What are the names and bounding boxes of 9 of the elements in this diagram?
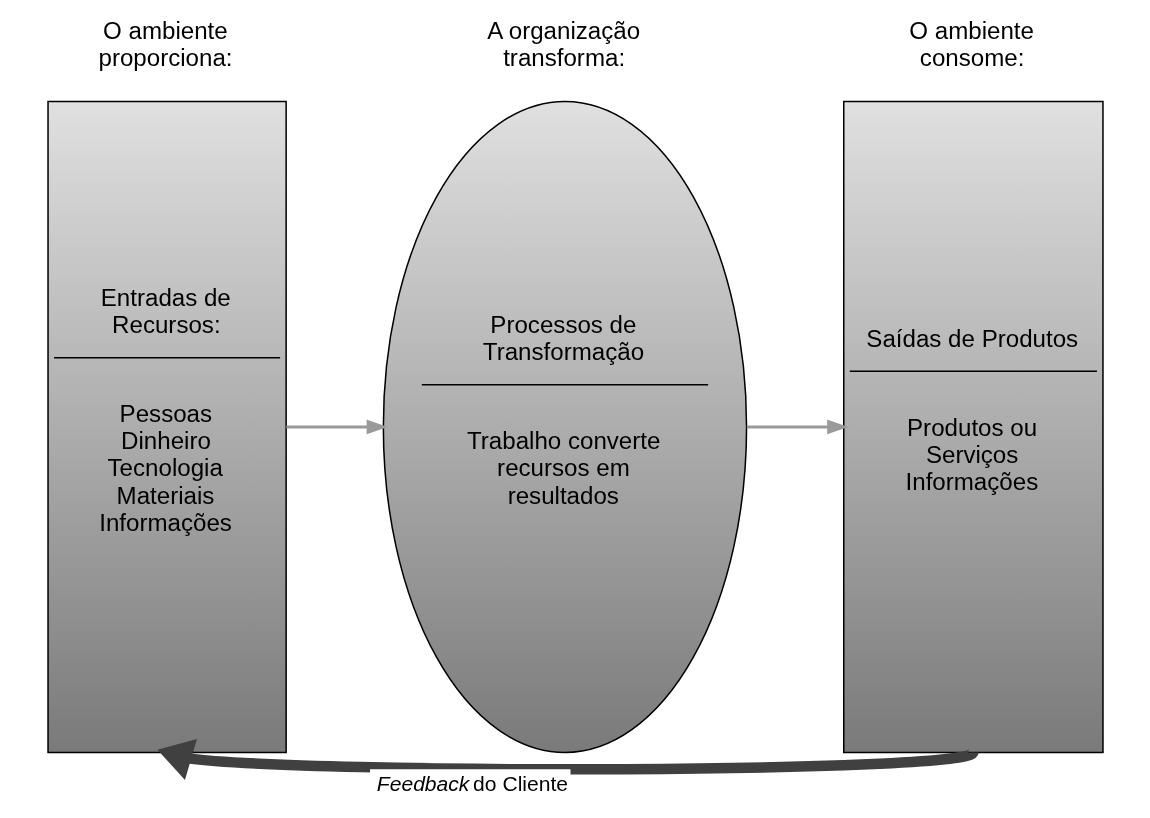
- node-label: O ambiente consome:: [908, 17, 1034, 72]
- node-box: Entradas de Recursos: Pessoas Dinheiro Tecnologia Materiais Informações: [46, 100, 287, 754]
- node-ellipse: Processos de Transformação Trabalho converte recursos em resultados: [382, 100, 747, 754]
- edge-label: Feedback do Cliente: [376, 772, 568, 796]
- node-label: O ambiente proporciona:: [98, 17, 233, 72]
- arrow: [746, 419, 848, 435]
- node-label: A organização transforma:: [486, 17, 640, 72]
- node-box: Saídas de Produtos Produtos ou Serviços Informações: [842, 100, 1104, 754]
- arrow: [285, 419, 388, 435]
